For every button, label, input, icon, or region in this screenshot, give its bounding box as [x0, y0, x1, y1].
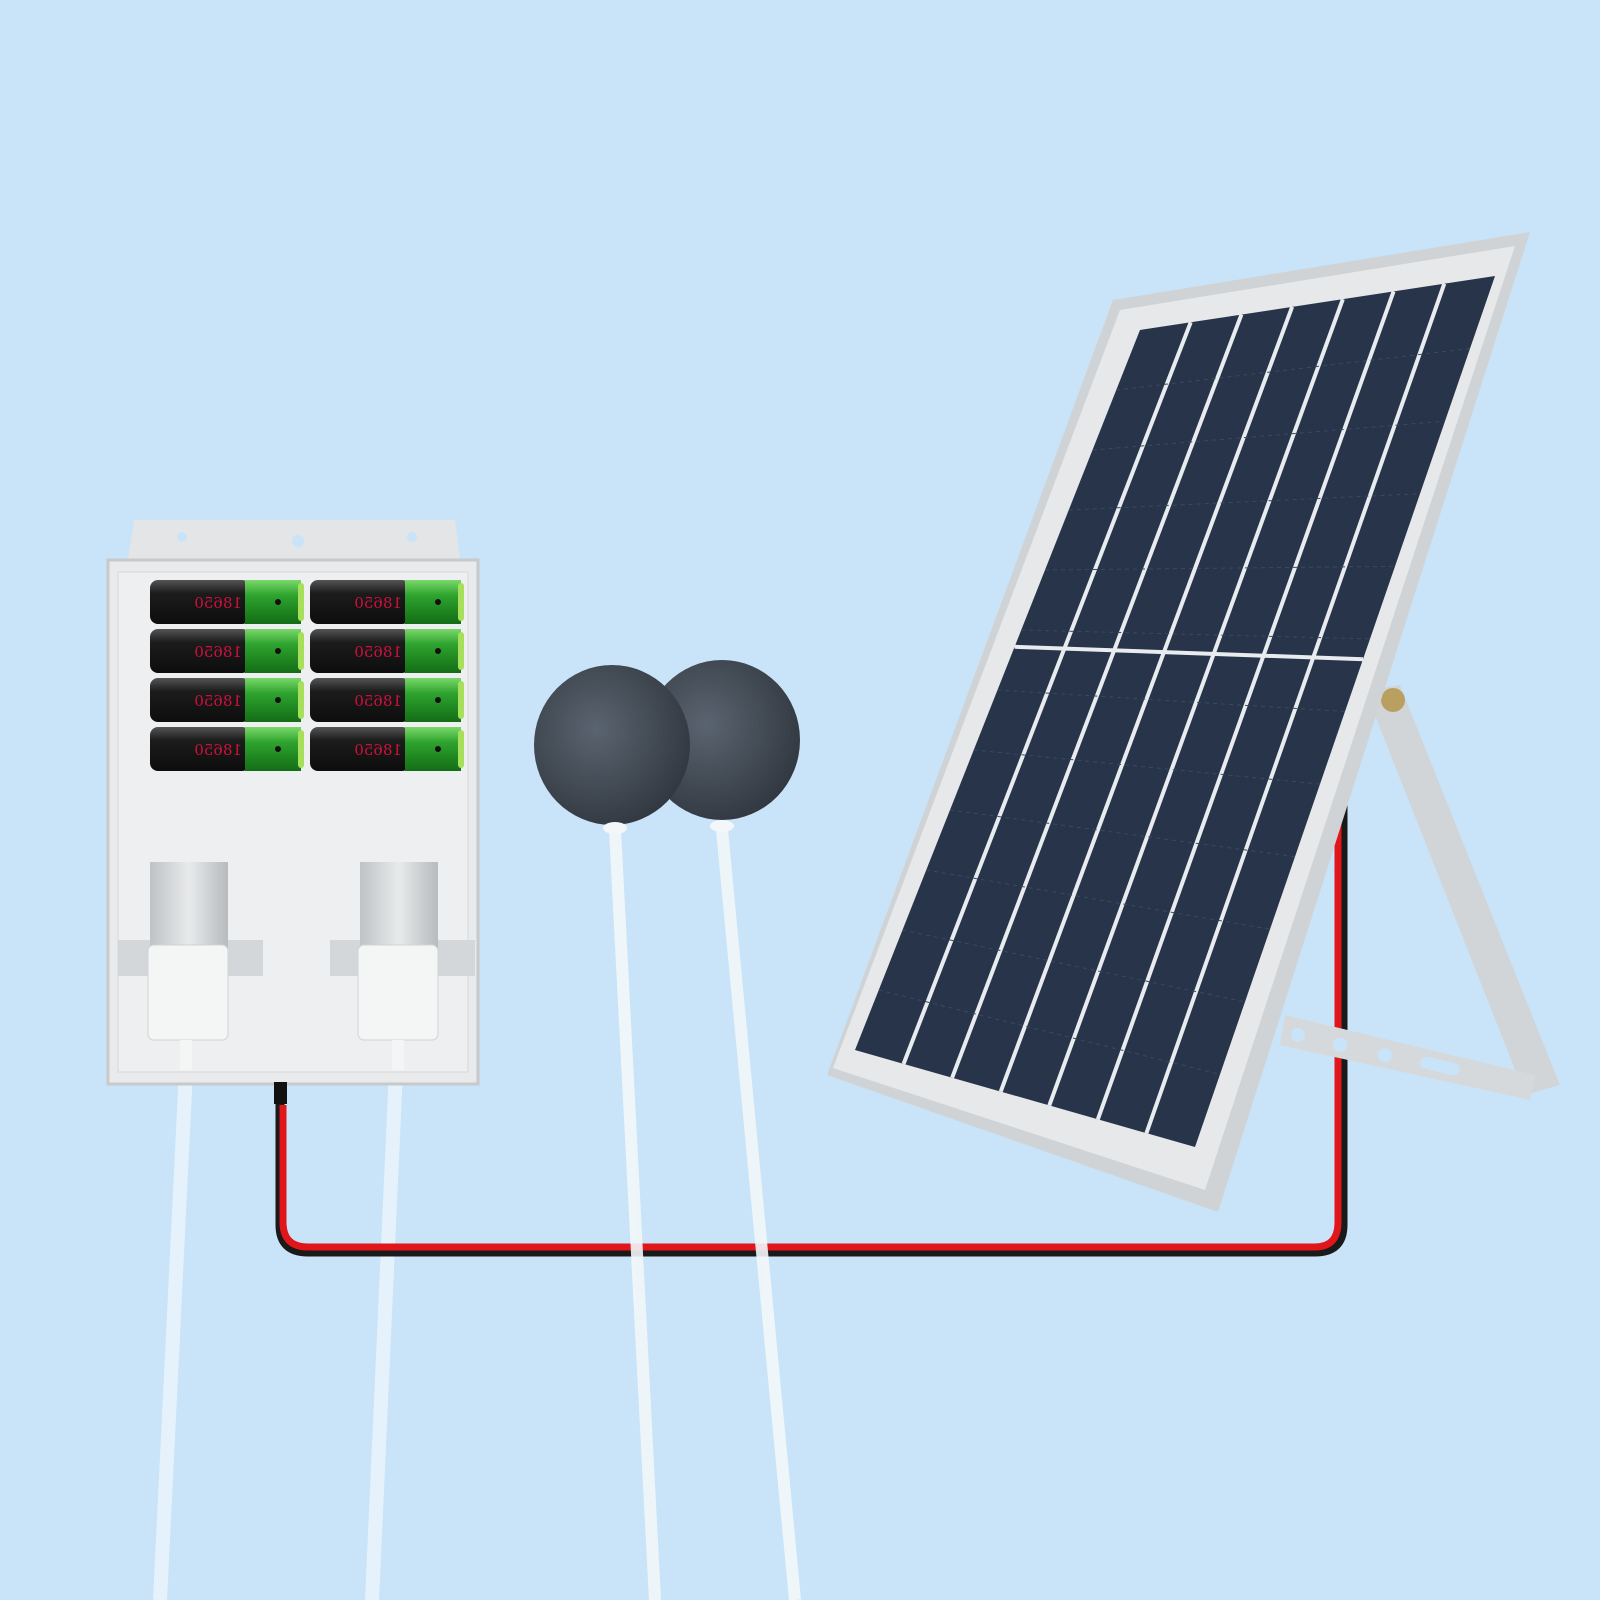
battery: 18650 — [150, 629, 304, 673]
pump-right — [330, 862, 475, 1070]
battery-label: 18650 — [354, 741, 402, 759]
air-stone-tubes — [609, 829, 801, 1600]
air-stone-left — [534, 665, 690, 825]
battery: 18650 — [150, 727, 304, 771]
power-cable — [274, 745, 1348, 1257]
battery-label: 18650 — [194, 594, 242, 612]
pump-box: 18650 18650 18650 18650 18650 18650 18650 18650 — [106, 520, 480, 1086]
pump-left — [118, 862, 263, 1070]
battery: 18650 — [310, 629, 464, 673]
battery-label: 18650 — [194, 643, 242, 661]
panel-stand — [1280, 685, 1560, 1100]
battery: 18650 — [150, 678, 304, 722]
battery-label: 18650 — [354, 692, 402, 710]
battery-label: 18650 — [354, 594, 402, 612]
air-stone-right — [644, 660, 800, 820]
wing-nut-icon — [1381, 688, 1405, 712]
solar-cell-grid — [878, 283, 1471, 1134]
battery-label: 18650 — [194, 692, 242, 710]
battery: 18650 — [310, 678, 464, 722]
battery: 18650 — [150, 580, 304, 624]
solar-panel — [827, 232, 1530, 1212]
air-stones — [534, 660, 801, 1600]
battery: 18650 — [310, 727, 464, 771]
battery-label: 18650 — [194, 741, 242, 759]
air-tubes-pump — [153, 1069, 403, 1600]
battery: 18650 — [310, 580, 464, 624]
battery-pack: 18650 18650 18650 18650 18650 18650 18650 18650 — [150, 580, 464, 771]
battery-label: 18650 — [354, 643, 402, 661]
